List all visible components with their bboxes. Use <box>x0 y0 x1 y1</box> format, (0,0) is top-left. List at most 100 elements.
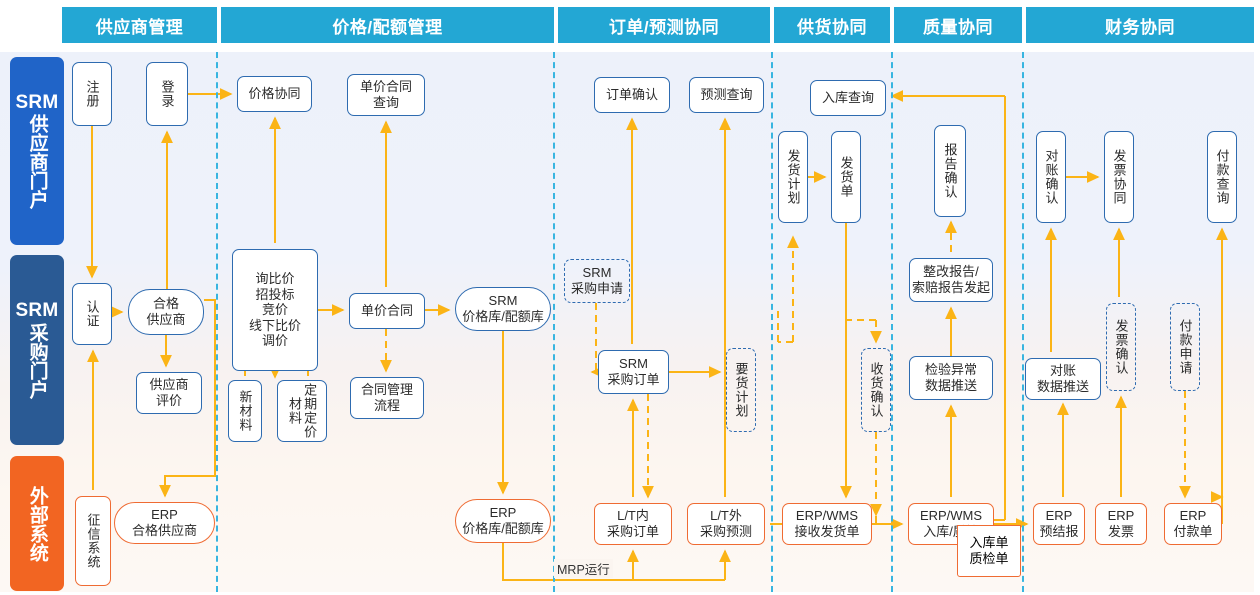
node-label: 发票确认 <box>1113 319 1129 375</box>
node-label: L/T外采购预测 <box>699 508 752 539</box>
column-header-label: 质量协同 <box>923 17 993 37</box>
column-divider-0 <box>216 52 218 592</box>
node-shouhuo-qr[interactable]: 收货确认 <box>861 348 891 432</box>
node-label: 新材料 <box>237 390 253 432</box>
node-label: 定期定价材料 <box>287 383 318 439</box>
node-label: 检验异常数据推送 <box>924 362 977 393</box>
swimlane-rail-2: 外部系统 <box>10 456 64 591</box>
column-divider-4 <box>1022 52 1024 592</box>
node-label: 付款查询 <box>1214 149 1230 205</box>
node-hege-gys[interactable]: 合格供应商 <box>128 289 204 335</box>
node-label: 预测查询 <box>700 87 753 103</box>
rail-cn-label: 采购门户 <box>26 322 48 399</box>
column-header-label: 订单/预测协同 <box>608 17 720 37</box>
node-zhenggai[interactable]: 整改报告/索赔报告发起 <box>909 258 993 302</box>
node-label: 认证 <box>84 300 100 328</box>
rail-cn-label: 外部系统 <box>26 485 48 562</box>
node-ruku-cx[interactable]: 入库查询 <box>810 80 886 116</box>
rail-en-label: SRM <box>15 91 59 113</box>
node-label: 发货计划 <box>785 149 801 205</box>
node-zhuce[interactable]: 注册 <box>72 62 112 126</box>
node-jianyan-yc[interactable]: 检验异常数据推送 <box>909 356 993 400</box>
document-note-receipt: 入库单质检单 <box>957 525 1021 577</box>
node-baogao-qr[interactable]: 报告确认 <box>934 125 966 217</box>
column-header-label: 供应商管理 <box>95 17 184 37</box>
node-danjia-ht[interactable]: 单价合同 <box>349 293 425 329</box>
node-label: 征信系统 <box>85 513 101 569</box>
node-fahuo-dan[interactable]: 发货单 <box>831 131 861 223</box>
mrp-run-label: MRP运行 <box>554 559 613 578</box>
node-lt-nei[interactable]: L/T内采购订单 <box>594 503 672 545</box>
rail-cn-label: 供应商门户 <box>26 114 48 210</box>
node-label: L/T内采购订单 <box>606 508 659 539</box>
node-fukuan-cx[interactable]: 付款查询 <box>1207 131 1237 223</box>
node-label: 发货单 <box>838 156 854 198</box>
node-dingqi[interactable]: 定期定价材料 <box>277 380 327 442</box>
node-label: 报告确认 <box>942 143 958 199</box>
node-fukuan-sq[interactable]: 付款申请 <box>1170 303 1200 391</box>
node-jiage-xietong[interactable]: 价格协同 <box>237 76 312 112</box>
node-fahuo-jh[interactable]: 发货计划 <box>778 131 808 223</box>
column-header-4[interactable]: 质量协同 <box>894 7 1022 43</box>
column-divider-3 <box>891 52 893 592</box>
rail-en-label: SRM <box>15 300 59 322</box>
node-label: 单价合同 <box>360 303 413 319</box>
node-ht-guanli[interactable]: 合同管理流程 <box>350 377 424 419</box>
node-danjia-ht-cx[interactable]: 单价合同查询 <box>347 74 425 116</box>
node-xincailiao[interactable]: 新材料 <box>228 380 262 442</box>
node-lt-wai[interactable]: L/T外采购预测 <box>687 503 765 545</box>
node-label: 注册 <box>84 80 100 108</box>
node-label: 合同管理流程 <box>360 382 413 413</box>
column-header-5[interactable]: 财务协同 <box>1026 7 1254 43</box>
node-xunbijia[interactable]: 询比价招投标竞价线下比价调价 <box>232 249 318 371</box>
node-denglu[interactable]: 登录 <box>146 62 188 126</box>
node-label: 发票协同 <box>1111 149 1127 205</box>
node-fapiao-qr[interactable]: 发票确认 <box>1106 303 1136 391</box>
node-label: 询比价招投标竞价线下比价调价 <box>248 271 301 349</box>
column-header-1[interactable]: 价格/配额管理 <box>221 7 554 43</box>
node-label: 整改报告/索赔报告发起 <box>911 264 990 295</box>
node-dd-queren[interactable]: 订单确认 <box>594 77 670 113</box>
node-label: 订单确认 <box>605 87 658 103</box>
column-header-2[interactable]: 订单/预测协同 <box>558 7 770 43</box>
node-label: 对账确认 <box>1043 149 1059 205</box>
node-zhengxin[interactable]: 征信系统 <box>75 496 111 586</box>
node-renzheng[interactable]: 认证 <box>72 283 112 345</box>
column-header-label: 财务协同 <box>1105 17 1175 37</box>
column-header-3[interactable]: 供货协同 <box>774 7 890 43</box>
column-header-label: 供货协同 <box>797 17 867 37</box>
node-fapiao-xt[interactable]: 发票协同 <box>1104 131 1134 223</box>
node-yc-chaxun[interactable]: 预测查询 <box>689 77 764 113</box>
node-duizhang-sjts[interactable]: 对账数据推送 <box>1025 358 1101 400</box>
node-label: 登录 <box>159 80 175 108</box>
node-label: 价格协同 <box>248 86 301 102</box>
node-duizhang-qr[interactable]: 对账确认 <box>1036 131 1066 223</box>
node-label: 合格供应商 <box>146 296 186 327</box>
node-label: 入库查询 <box>821 90 874 106</box>
node-label: 供应商评价 <box>149 377 189 408</box>
node-gys-pingjia[interactable]: 供应商评价 <box>136 372 202 414</box>
node-yaohuo-jh[interactable]: 要货计划 <box>726 348 756 432</box>
column-header-0[interactable]: 供应商管理 <box>62 7 217 43</box>
